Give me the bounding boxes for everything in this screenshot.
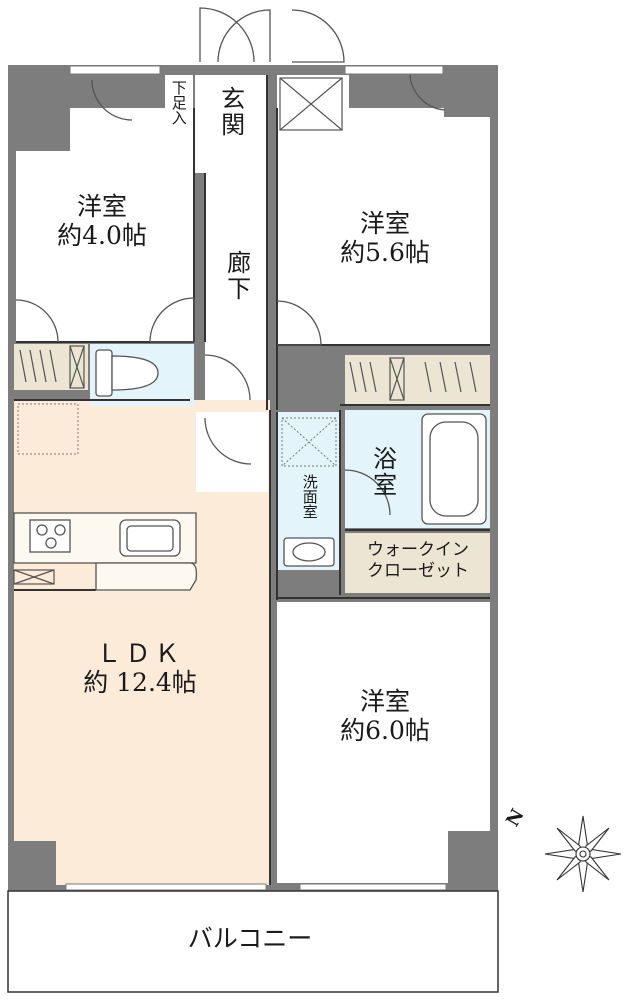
storage-marks — [13, 77, 477, 585]
room-label-bathroom: 浴室 — [368, 446, 397, 498]
room-name: ＬＤＫ — [96, 639, 184, 668]
washing-machine-space — [281, 417, 337, 467]
room-western-56-floor — [277, 108, 490, 345]
room-name: 洋室 — [359, 687, 410, 716]
washbasin-icon — [283, 537, 335, 567]
windows — [65, 65, 447, 891]
room-label-western-56: 洋室 約5.6帖 — [330, 209, 440, 268]
refrigerator-space — [17, 403, 79, 455]
room-shoe-closet-floor — [165, 75, 193, 170]
room-label-corridor: 廊下 — [222, 250, 251, 302]
room-corridor-floor — [205, 173, 267, 409]
room-name: 洋室 — [359, 209, 410, 238]
room-size: 約4.0帖 — [57, 220, 147, 250]
room-label-balcony: バルコニー — [187, 924, 313, 953]
room-label-washroom: 洗面室 — [300, 474, 319, 519]
room-name-line2: クローゼット — [367, 561, 469, 582]
compass-rose-icon — [544, 815, 622, 893]
balcony — [7, 890, 499, 993]
toilet-storage-floor — [14, 344, 88, 390]
room-name: 洋室 — [76, 192, 127, 221]
kitchen-counter — [13, 512, 198, 591]
room-size: 約6.0帖 — [340, 715, 430, 745]
ldk-corridor-nook — [196, 412, 268, 492]
room-label-shoe-closet: 下足入 — [169, 80, 188, 125]
bathtub-icon — [421, 413, 487, 525]
room-label-ldk: ＬＤＫ 約 12.4帖 — [60, 639, 220, 698]
room-entrance-floor — [195, 75, 267, 173]
room-label-western-4: 洋室 約4.0帖 — [52, 192, 152, 251]
room-walk-in-closet-floor — [345, 533, 490, 593]
toilet-icon — [95, 349, 159, 397]
room-label-walk-in-closet: ウォークイン クローゼット — [346, 540, 490, 583]
storage-top-floor — [277, 75, 349, 133]
columns — [8, 65, 498, 891]
bathroom-storage-floor — [345, 355, 490, 405]
room-label-western-6: 洋室 約6.0帖 — [330, 687, 440, 746]
doors — [15, 7, 446, 516]
room-size: 約5.6帖 — [340, 237, 430, 267]
room-label-entrance: 玄関 — [216, 86, 245, 138]
room-name-line1: ウォークイン — [367, 540, 469, 560]
room-size: 約 12.4帖 — [83, 667, 197, 697]
